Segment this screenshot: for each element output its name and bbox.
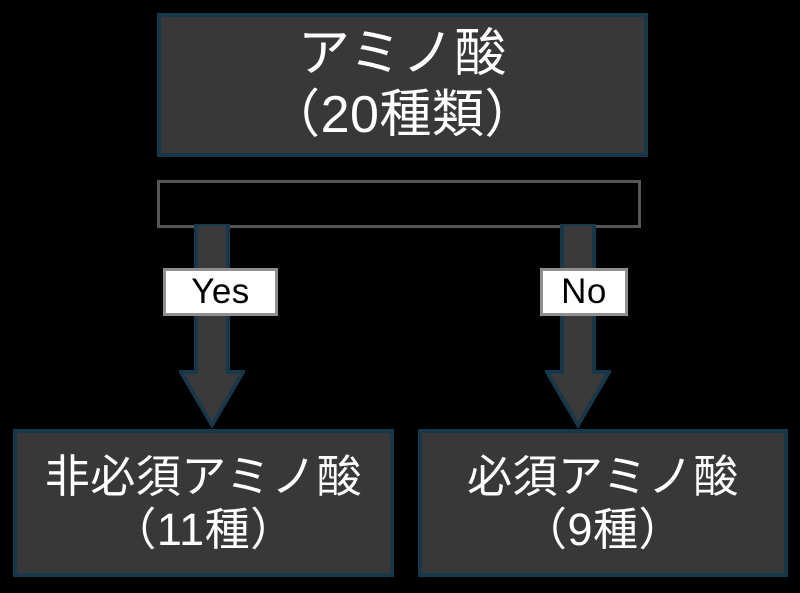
node-amino-acids-root-line-2: （20種類） [268,86,537,144]
node-non-essential-amino-acids-line-1: 非必須アミノ酸 [44,450,363,502]
edge-label-no: No [540,268,628,316]
node-non-essential-amino-acids-line-2: （11種） [111,504,296,555]
node-essential-amino-acids: 必須アミノ酸 （9種） [418,429,788,577]
node-amino-acids-root-line-1: アミノ酸 [298,24,507,83]
node-essential-amino-acids-line-2: （9種） [521,504,685,555]
yes-branch-down-arrow-icon [179,224,245,428]
edge-label-yes: Yes [163,268,278,316]
decision-bar [157,180,641,228]
node-essential-amino-acids-line-1: 必須アミノ酸 [466,450,740,502]
no-branch-down-arrow-icon [545,224,611,428]
node-amino-acids-root: アミノ酸 （20種類） [157,13,648,157]
node-non-essential-amino-acids: 非必須アミノ酸 （11種） [13,429,394,577]
